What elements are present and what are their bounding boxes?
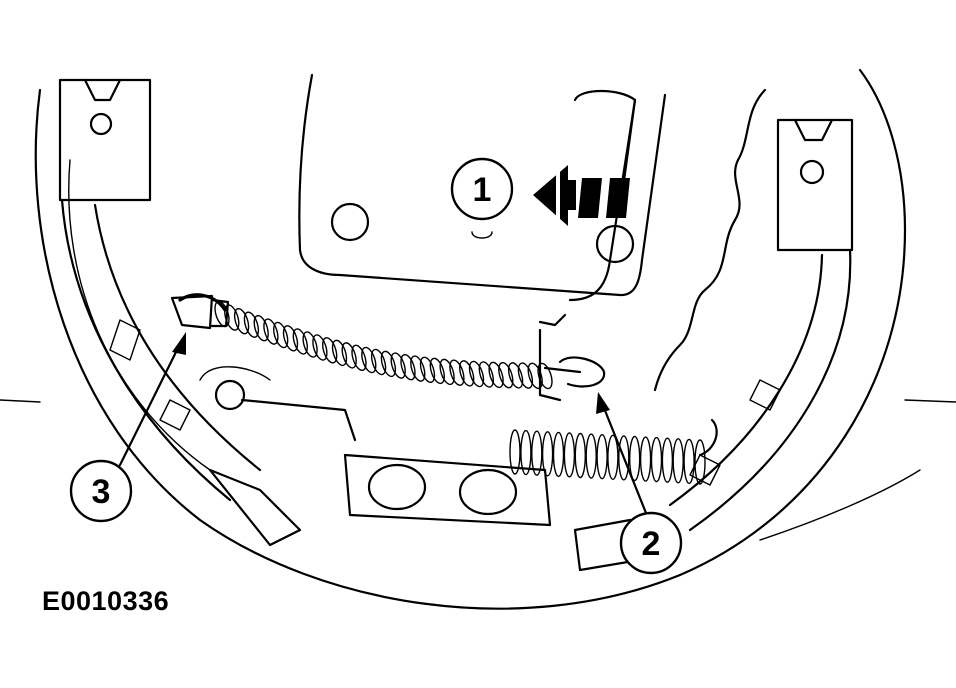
cable-coil	[517, 362, 534, 389]
cable-coil	[282, 325, 299, 352]
spring-coil	[552, 431, 565, 478]
cable-coil	[400, 353, 416, 381]
spring-coil	[683, 438, 695, 485]
spring-coil	[650, 436, 663, 483]
spring-coil	[629, 435, 641, 482]
backing-plate	[0, 68, 956, 610]
cable-coil	[214, 300, 230, 328]
cable-coil	[410, 355, 426, 382]
cable-coil	[341, 342, 357, 369]
cable-coil	[488, 361, 504, 389]
cable-coil	[331, 339, 348, 367]
lower-actuator	[199, 366, 552, 527]
spring-coil	[563, 432, 576, 478]
spring-coil	[541, 431, 554, 477]
cable-coil	[361, 346, 377, 374]
cable-coil	[273, 321, 289, 349]
cable-coil	[253, 314, 269, 342]
cable-coil	[527, 362, 543, 390]
spring-hook	[698, 418, 718, 457]
spring-coil	[596, 434, 608, 480]
cable-coil	[507, 362, 524, 389]
cable-coil	[498, 361, 514, 389]
spring-coil	[639, 436, 652, 482]
callout-2: 2	[619, 511, 683, 575]
cable-coil	[380, 350, 397, 378]
cable-coil	[351, 344, 367, 372]
cable-coil	[302, 331, 318, 358]
callout-1: 1	[450, 157, 514, 221]
cable-coil	[233, 307, 250, 335]
cable-coil	[429, 357, 445, 385]
callout-2-number: 2	[642, 525, 661, 563]
cable-coil	[263, 318, 279, 345]
spring-coil	[661, 437, 674, 483]
spring-coil	[618, 435, 630, 481]
spring-coil	[531, 430, 543, 476]
mounting-plate	[298, 73, 667, 302]
cable-coil	[449, 359, 465, 386]
direction-arrow	[533, 165, 630, 226]
cable-coil	[478, 361, 494, 388]
spring-coil	[585, 433, 597, 479]
cable-coil	[468, 360, 485, 388]
spring-coil	[607, 434, 619, 480]
cable-coil	[459, 360, 475, 387]
parking-brake-cable	[170, 293, 606, 402]
spring-coil	[574, 432, 586, 479]
callout-3-number: 3	[92, 473, 111, 511]
spring-coil	[520, 429, 532, 476]
left-brake-shoe	[58, 78, 302, 547]
cable-coil	[312, 334, 328, 361]
spring-coil	[672, 438, 684, 484]
return-spring	[509, 418, 718, 485]
cable-coil	[419, 356, 436, 384]
cable-coil	[370, 348, 387, 376]
figure-id-label: E0010336	[42, 586, 170, 616]
cable-coil	[537, 362, 553, 390]
cable-coil	[243, 311, 260, 338]
callout-3: 3	[69, 459, 133, 523]
leader-lines	[118, 332, 650, 520]
spring-coil	[509, 429, 521, 475]
wavy-edge	[653, 88, 767, 392]
cable-coil	[224, 304, 240, 331]
cable-coil	[390, 352, 406, 379]
cable-coil	[292, 328, 308, 355]
spring-coil	[694, 439, 706, 485]
cable-coil	[322, 337, 338, 364]
callout-1-number: 1	[473, 171, 492, 209]
cable-coil	[439, 358, 455, 386]
